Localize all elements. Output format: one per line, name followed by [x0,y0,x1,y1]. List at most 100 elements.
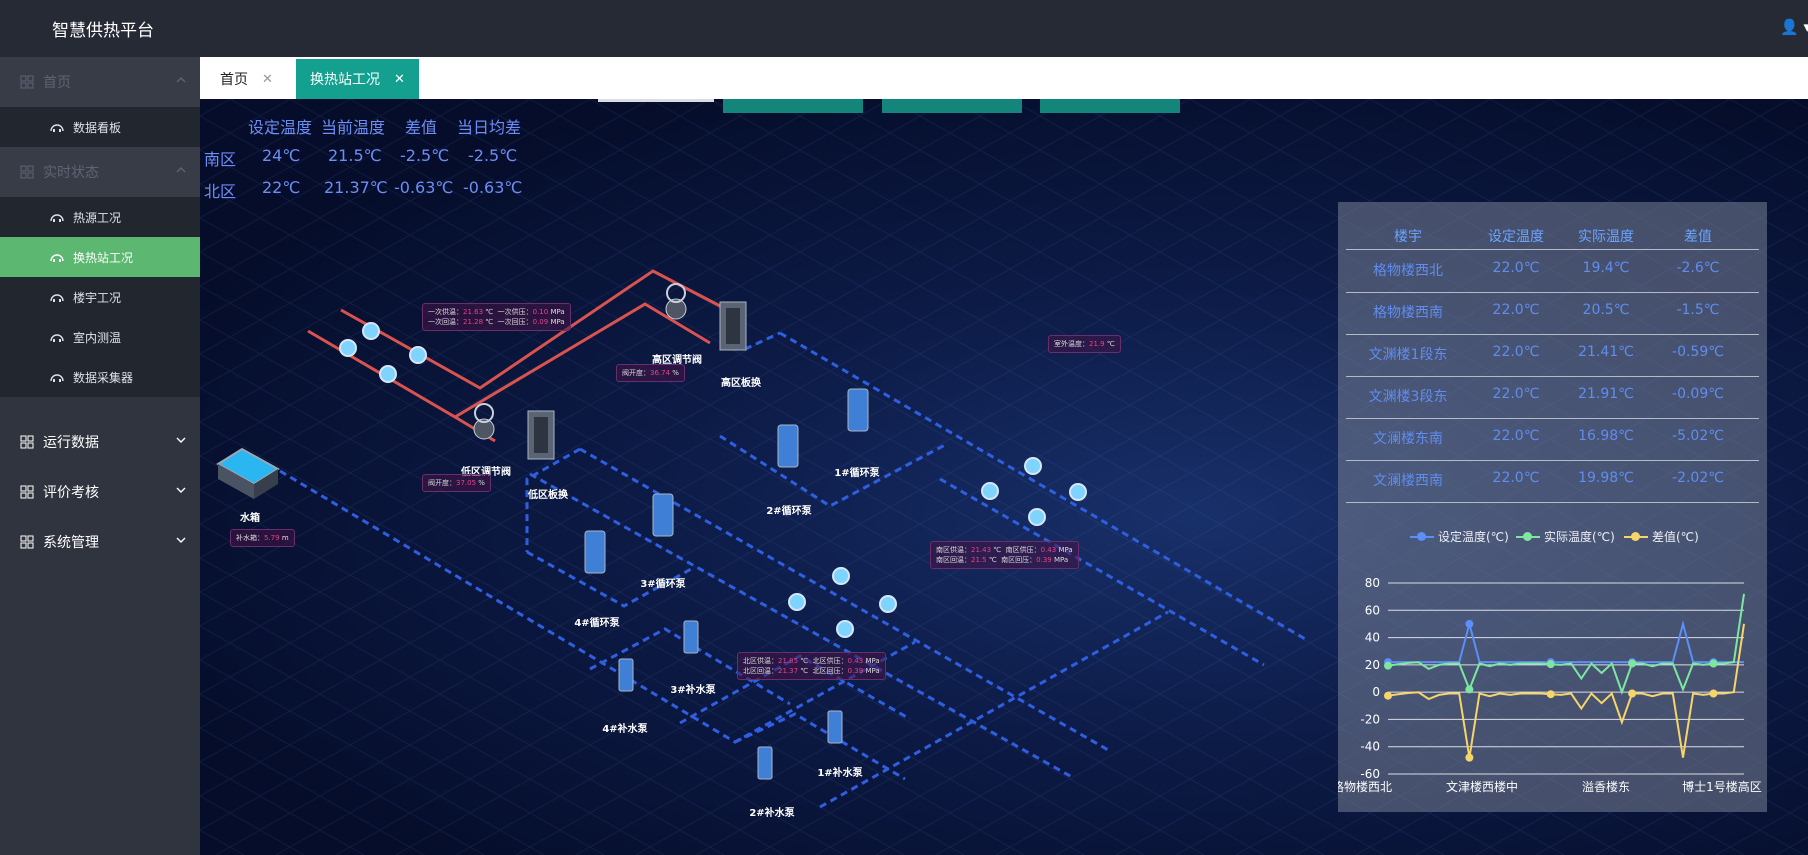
table-divider [1346,249,1759,250]
building-header: 设定温度 [1488,229,1544,245]
readout-label: 南区供温： [936,546,971,554]
search-input[interactable] [598,99,714,102]
table-divider [1346,502,1759,503]
readout-unit: m [281,534,289,542]
zone-header: 差值 [405,118,438,137]
zone-cell: -0.63℃ [463,178,523,197]
sidebar-group-evaluation[interactable]: 评价考核 [0,467,200,517]
readout-unit: MPa [1053,556,1069,564]
y-tick-label: -60 [1360,767,1380,781]
building-cell: -1.5℃ [1676,302,1720,318]
headset-icon [50,374,64,382]
sidebar-item-station[interactable]: 换热站工况 [0,237,200,277]
y-tick-label: -40 [1360,740,1380,754]
readout-unit: ℃ [800,657,809,665]
sidebar-group-realtime[interactable]: 实时状态 [0,147,200,197]
sidebar-item-indoor[interactable]: 室内测温 [0,317,200,357]
x-tick-label: 博士1号楼高区 [1682,779,1762,794]
readout-label: 北区回压： [812,667,848,675]
pump-label: 2#循环泵 [766,506,812,517]
building-cell: 22.0℃ [1492,344,1540,360]
table-divider [1346,334,1759,335]
readout-label: 一次供温： [428,308,463,316]
legend-marker [1624,531,1648,541]
x-tick-label: 文津楼西楼中 [1446,779,1518,794]
sidebar-group-system[interactable]: 系统管理 [0,517,200,567]
return-pipe [719,434,946,508]
readout-label: 补水箱： [236,534,264,542]
readout-value: 0.09 [532,318,549,326]
building-cell: 22.0℃ [1492,302,1540,318]
series-line [1387,593,1745,696]
sidebar-item-dashboard[interactable]: 数据看板 [0,107,200,147]
south-zone-readout: 南区供温：21.43 ℃ 南区供压：0.43 MPa 南区回温：21.5 ℃ 南… [930,541,1079,569]
low-valve-label: 低区调节阀 [461,467,511,478]
zone-cell: 22℃ [262,178,301,197]
series-point [1384,691,1392,700]
chevron-up-icon [176,167,186,173]
building-cell: -2.02℃ [1672,470,1724,486]
readout-label: 一次回温： [428,318,463,326]
close-icon[interactable]: ✕ [262,71,273,87]
pump-label: 3#循环泵 [640,579,686,590]
low-zone-valve [473,403,495,440]
sidebar-item-label: 楼宇工况 [73,290,122,305]
top-bar: 智慧供热平台 👤 ▾ [0,0,1808,57]
zone-cell: -2.5℃ [468,146,518,165]
sidebar-item-label: 数据采集器 [73,370,134,385]
headset-icon [50,294,64,302]
legend-label: 设定温度(℃) [1438,530,1509,544]
sidebar-item-heat-source[interactable]: 热源工况 [0,197,200,237]
building-cell: 16.98℃ [1578,428,1634,444]
readout-unit: ℃ [485,318,494,326]
table-divider [1346,418,1759,419]
sidebar-item-dashboard-label: 数据看板 [73,120,122,135]
readout-value: 0.39 [847,667,864,675]
readout-unit: % [672,369,679,377]
return-pipe [744,331,781,351]
app-title: 智慧供热平台 [52,21,154,41]
zone-header: 设定温度 [248,118,313,137]
headset-icon [50,334,64,342]
zone-cell: -0.63℃ [394,178,454,197]
pump-label: 3#补水泵 [670,685,716,696]
readout-unit: % [478,479,485,487]
series-line [1388,620,1744,664]
readout-unit: ℃ [800,667,809,675]
tab-home[interactable]: 首页 ✕ [206,59,287,99]
zone-name: 北区 [204,182,237,201]
user-menu[interactable]: 👤 ▾ [1780,18,1808,36]
sidebar-group-home[interactable]: 首页 [0,57,200,107]
sidebar-group-label: 评价考核 [43,485,99,501]
building-cell: 19.4℃ [1582,260,1630,276]
grid-icon [20,435,34,449]
readout-value: 21.5 [971,556,987,564]
sidebar-item-label: 室内测温 [73,330,122,345]
zone-cell: 21.5℃ [328,146,382,165]
sidebar-group-realtime-label: 实时状态 [43,165,99,181]
sidebar-group-operation[interactable]: 运行数据 [0,417,200,467]
readout-value: 0.43 [847,657,864,665]
readout-label: 一次回压： [497,318,533,326]
high-valve-label: 高区调节阀 [652,355,702,366]
pump-label: 1#补水泵 [817,768,863,779]
series-point [1465,685,1474,694]
readout-value: 21.9 [1089,340,1105,348]
circulation-pumps [584,388,869,574]
close-icon[interactable]: ✕ [394,71,405,87]
toolbar-button[interactable] [882,99,1022,113]
makeup-pumps [618,620,843,780]
sidebar-item-building[interactable]: 楼宇工况 [0,277,200,317]
readout-value: 0.39 [1036,556,1052,564]
chevron-up-icon [176,77,186,83]
sidebar-item-collector[interactable]: 数据采集器 [0,357,200,397]
toolbar-button[interactable] [723,99,863,113]
building-cell: 文澜楼西南 [1373,473,1443,489]
tab-station[interactable]: 换热站工况 ✕ [296,59,419,99]
toolbar-button[interactable] [1040,99,1180,113]
readout-label: 北区回温： [743,667,778,675]
pressure-gauges [339,322,1087,638]
low-hx-label: 低区板换 [528,490,568,501]
readout-label: 南区回压： [1001,556,1037,564]
readout-label: 阀开度： [622,369,650,377]
